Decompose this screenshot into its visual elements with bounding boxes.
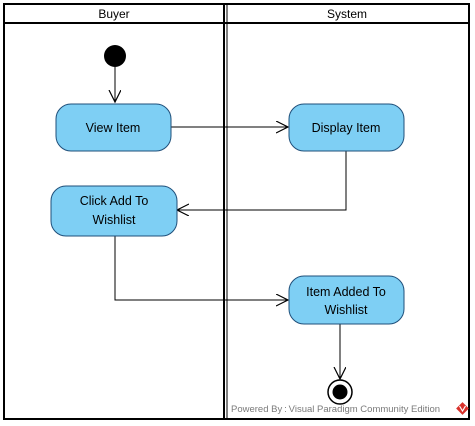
- action-item-added-label-line2: Wishlist: [324, 303, 368, 317]
- lane-title-buyer: Buyer: [98, 7, 129, 21]
- action-view-item[interactable]: View Item: [55, 103, 172, 152]
- watermark-text: Powered By : Visual Paradigm Community E…: [231, 404, 440, 415]
- action-item-added-label-line1: Item Added To: [306, 285, 386, 299]
- flow-display-item-to-click-add: [177, 151, 347, 210]
- action-click-add-label-line2: Wishlist: [92, 213, 136, 227]
- flow-click-add-to-item-added: [114, 236, 288, 300]
- final-node[interactable]: [327, 379, 353, 405]
- action-item-added-to-wishlist[interactable]: Item Added To Wishlist: [288, 275, 405, 325]
- action-view-item-label: View Item: [86, 121, 141, 135]
- action-display-item[interactable]: Display Item: [288, 103, 405, 152]
- lane-title-system: System: [327, 7, 367, 21]
- initial-node[interactable]: [104, 45, 126, 67]
- action-display-item-label: Display Item: [312, 121, 381, 135]
- visual-paradigm-logo-icon: [456, 402, 469, 415]
- action-click-add-to-wishlist[interactable]: Click Add To Wishlist: [50, 185, 178, 237]
- action-click-add-label-line1: Click Add To: [80, 194, 149, 208]
